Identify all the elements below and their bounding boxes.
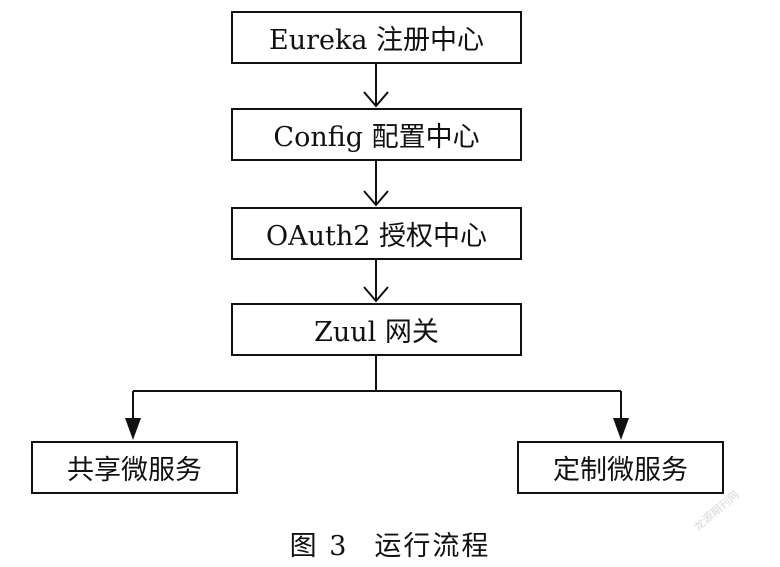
node-config: Config 配置中心	[231, 108, 522, 161]
node-shared-label: 共享微服务	[67, 455, 202, 486]
figure-title: 运行流程	[374, 531, 491, 562]
figure-number: 图 3	[289, 531, 349, 562]
arrowhead-shared	[125, 418, 141, 440]
node-eureka: Eureka 注册中心	[231, 11, 522, 64]
arrowhead-custom	[613, 418, 629, 440]
figure-caption: 图 3 运行流程	[0, 524, 780, 563]
arrowhead-oauth2	[363, 190, 389, 207]
node-eureka-label: Eureka 注册中心	[268, 25, 485, 56]
node-zuul: Zuul 网关	[231, 303, 522, 356]
node-oauth2-label: OAuth2 授权中心	[265, 221, 488, 252]
node-oauth2: OAuth2 授权中心	[231, 207, 522, 260]
arrowhead-config	[363, 91, 389, 108]
node-config-label: Config 配置中心	[273, 122, 480, 153]
arrowhead-zuul	[363, 286, 389, 303]
node-custom-microservice: 定制微服务	[517, 441, 724, 494]
node-shared-microservice: 共享微服务	[31, 441, 238, 494]
node-custom-label: 定制微服务	[553, 455, 688, 486]
node-zuul-label: Zuul 网关	[314, 317, 439, 348]
